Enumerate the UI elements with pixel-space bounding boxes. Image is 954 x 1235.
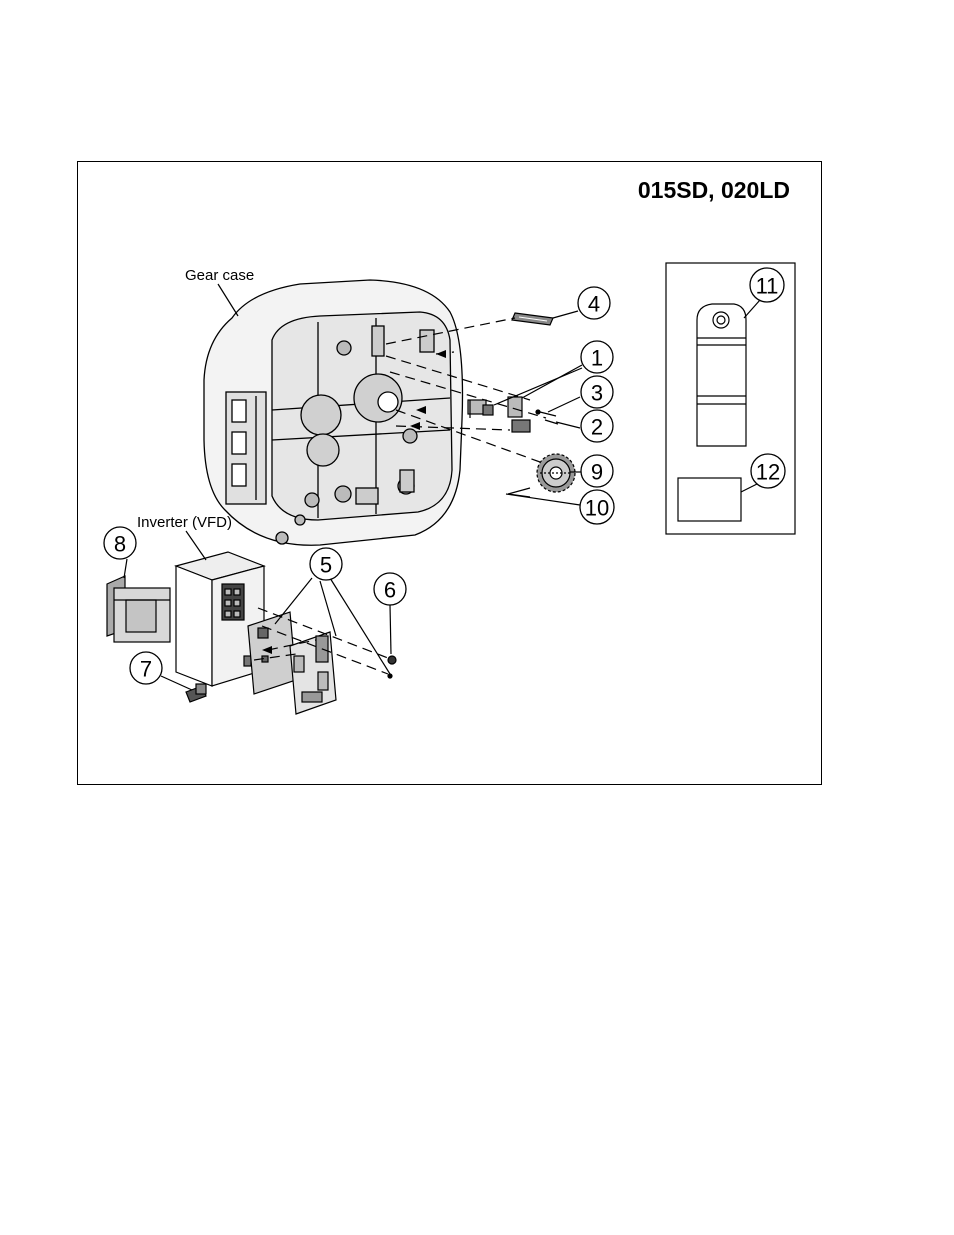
assembly-lines-lower <box>253 607 389 675</box>
svg-text:9: 9 <box>591 460 603 485</box>
arrow-head <box>436 350 446 358</box>
callout-8: 8 <box>103 526 137 560</box>
callout-4: 4 <box>577 286 611 320</box>
callout-10: 10 <box>579 489 615 525</box>
svg-text:4: 4 <box>588 292 600 317</box>
svg-text:1: 1 <box>591 346 603 371</box>
callout-2: 2 <box>580 409 614 443</box>
part-9-sprocket <box>536 453 576 493</box>
callout-9: 9 <box>580 454 614 488</box>
part-7-connector <box>185 683 207 703</box>
part-1-bracket <box>467 396 531 433</box>
svg-text:2: 2 <box>591 415 603 440</box>
svg-text:3: 3 <box>591 381 603 406</box>
model-title: 015SD, 020LD <box>637 177 790 203</box>
label-inverter: Inverter (VFD) <box>137 514 232 531</box>
svg-text:7: 7 <box>140 657 152 682</box>
callout-12: 12 <box>750 453 786 489</box>
label-gear-case: Gear case <box>185 267 254 284</box>
part-4-plate <box>511 312 554 326</box>
part-8-transformer <box>106 575 171 643</box>
diagram-frame <box>77 161 822 785</box>
callout-1: 1 <box>580 340 614 374</box>
arrow-head <box>416 406 426 414</box>
callout-3: 3 <box>580 375 614 409</box>
svg-text:5: 5 <box>320 553 332 578</box>
part-2-screw <box>544 419 559 425</box>
arrow-head <box>262 646 272 654</box>
callout-leaders <box>123 299 761 691</box>
callout-5: 5 <box>309 547 343 581</box>
callout-7: 7 <box>129 651 163 685</box>
svg-text:8: 8 <box>114 532 126 557</box>
part-6-nut <box>387 655 397 679</box>
arrow-head <box>410 422 420 430</box>
part-5-circuit-board <box>247 611 337 715</box>
svg-text:12: 12 <box>756 460 780 485</box>
svg-text:6: 6 <box>384 578 396 603</box>
callout-6: 6 <box>373 572 407 606</box>
svg-text:10: 10 <box>585 496 609 521</box>
inverter-box <box>174 551 266 687</box>
leader-gear-case <box>217 283 239 317</box>
part-3-screw <box>535 409 557 417</box>
leader-inverter <box>185 530 207 561</box>
svg-text:11: 11 <box>756 274 779 299</box>
gear-case <box>203 279 464 546</box>
callout-11: 11 <box>749 267 785 303</box>
label-inset <box>665 262 796 535</box>
